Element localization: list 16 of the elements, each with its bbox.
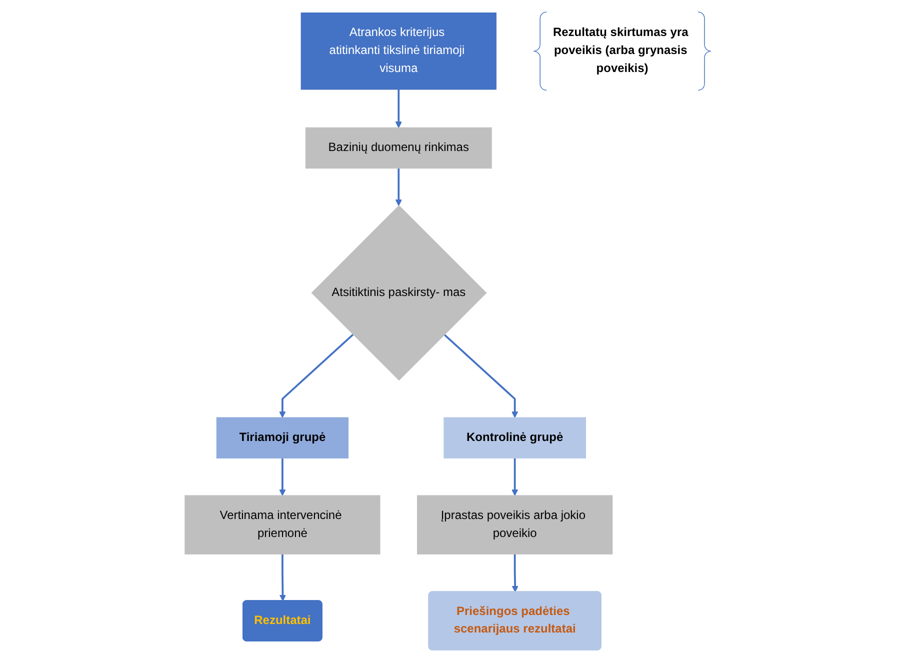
arrow	[396, 168, 402, 206]
arrow	[280, 334, 354, 418]
node-box: Tiriamoji grupė	[216, 417, 349, 458]
node-box: Įprastas poveikis arba jokio poveikio	[417, 495, 614, 554]
node-box: Atrankos kriterijus atitinkanti tikslinė tiriamoji visuma	[301, 12, 497, 90]
arrow	[280, 458, 286, 496]
node-box: Kontrolinė grupė	[444, 417, 586, 458]
node-box: Vertinama intervencinė priemonė	[185, 495, 381, 554]
node-diamond: Atsitiktinis paskirsty- mas	[312, 205, 488, 381]
arrow	[444, 334, 519, 418]
node-box: Bazinių duomenų rinkimas	[306, 127, 492, 169]
arrow	[512, 554, 519, 592]
node-text: Rezultatų skirtumas yra poveikis (arba grynasis poveikis)	[553, 26, 689, 76]
arrow	[280, 554, 287, 602]
arrow	[512, 458, 519, 496]
arrow	[396, 89, 402, 128]
